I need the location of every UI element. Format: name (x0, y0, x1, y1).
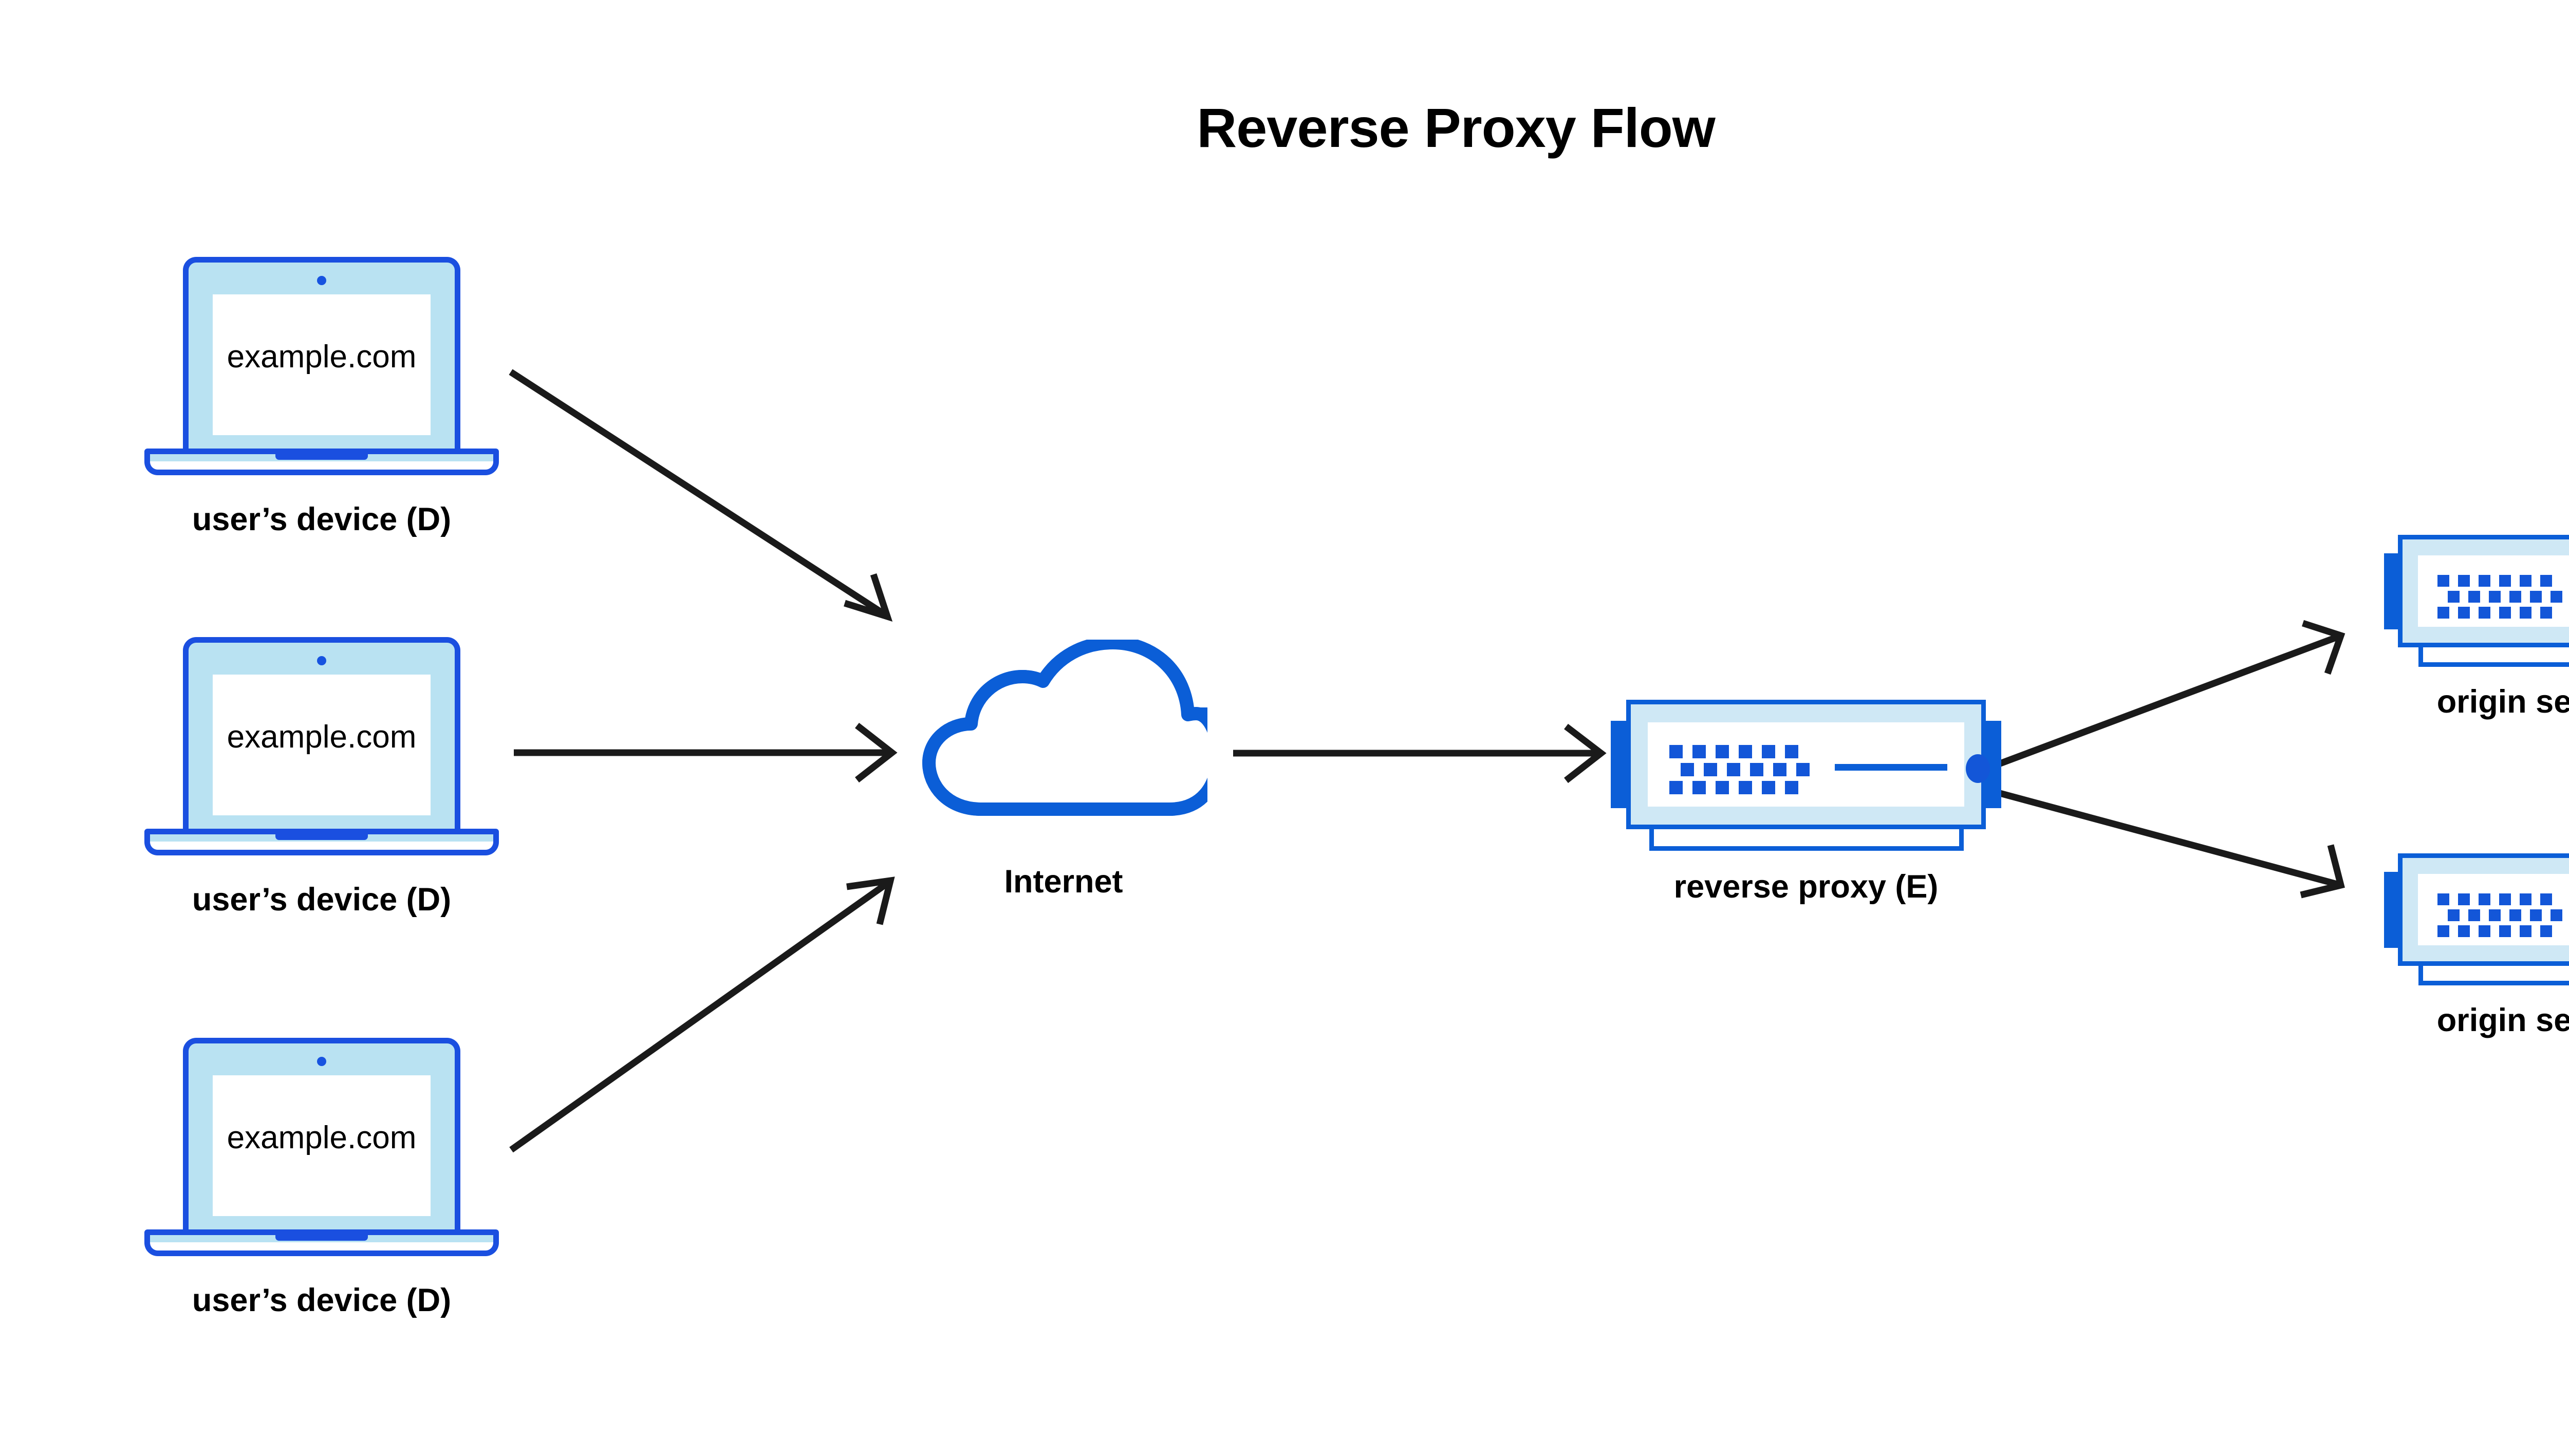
server-faceplate (1648, 722, 1990, 807)
arrow-device-top-to-internet (509, 369, 893, 622)
server-icon-origin-bottom[interactable] (2384, 850, 2569, 985)
laptop-base (144, 1229, 499, 1256)
laptop-lid: example.com (183, 637, 460, 832)
laptop-screen: example.com (213, 675, 431, 815)
server-icon-origin-top[interactable] (2384, 532, 2569, 667)
server-base-ledge (2418, 647, 2569, 667)
laptop-icon-device-bottom[interactable]: example.com (144, 1038, 499, 1256)
label-internet: Internet (1004, 864, 1123, 900)
laptop-screen: example.com (213, 1075, 431, 1216)
trackpad-notch (275, 453, 368, 460)
server-chassis (2398, 535, 2569, 647)
arrow-device-bottom-to-internet (509, 876, 895, 1153)
arrow-reverse-proxy-to-origin-top (1995, 620, 2345, 769)
label-device-top: user’s device (D) (192, 501, 452, 537)
label-origin-bottom: origin server (F) (2436, 1002, 2569, 1038)
server-faceplate (2418, 874, 2569, 945)
label-device-middle: user’s device (D) (192, 882, 452, 918)
laptop-screen: example.com (213, 294, 431, 435)
label-origin-top: origin server (F) (2436, 684, 2569, 720)
arrow-reverse-proxy-to-origin-bottom (1995, 789, 2345, 899)
server-base-ledge (1649, 829, 1964, 851)
cloud-icon-internet[interactable] (920, 636, 1225, 819)
laptop-base (144, 829, 499, 855)
status-led-icon (1966, 754, 1990, 783)
cloud-shape (922, 636, 1225, 816)
laptop-lid: example.com (183, 1038, 460, 1233)
trackpad-notch (275, 833, 368, 840)
server-vent-grid (2437, 575, 2562, 619)
arrow-internet-to-reverse-proxy (1233, 723, 1607, 783)
server-icon-reverse-proxy[interactable] (1611, 696, 2001, 851)
laptop-lid: example.com (183, 257, 460, 452)
label-reverse-proxy: reverse proxy (E) (1673, 869, 1939, 905)
screen-url-text: example.com (227, 339, 417, 375)
laptop-base (144, 449, 499, 475)
server-indicator-bar (1835, 764, 1947, 771)
screen-url-text: example.com (227, 1120, 417, 1155)
server-chassis (2398, 853, 2569, 966)
webcam-dot-icon (317, 276, 326, 285)
arrow-device-middle-to-internet (514, 722, 898, 783)
server-vent-grid (2437, 893, 2562, 937)
trackpad-notch (275, 1234, 368, 1241)
laptop-icon-device-middle[interactable]: example.com (144, 637, 499, 855)
page-title: Reverse Proxy Flow (1197, 97, 1715, 159)
laptop-icon-device-top[interactable]: example.com (144, 257, 499, 475)
server-base-ledge (2418, 966, 2569, 985)
screen-url-text: example.com (227, 719, 417, 755)
webcam-dot-icon (317, 1057, 326, 1066)
server-vent-grid (1669, 745, 1810, 794)
server-faceplate (2418, 555, 2569, 627)
label-device-bottom: user’s device (D) (192, 1282, 452, 1318)
server-chassis (1626, 700, 1990, 829)
webcam-dot-icon (317, 656, 326, 665)
